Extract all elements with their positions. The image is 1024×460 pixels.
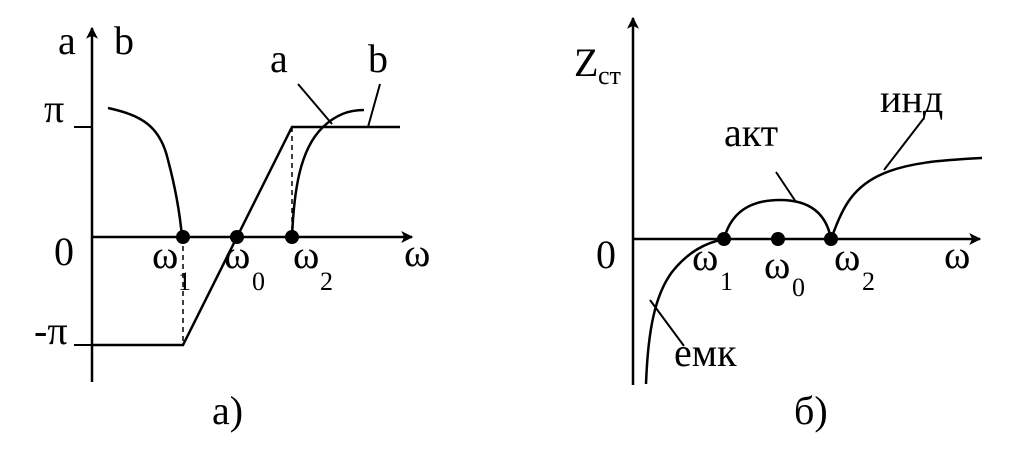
panel-a-curve-a-label: a: [270, 36, 288, 81]
panel-a-leader-b: [367, 83, 381, 128]
panel-a-leader-a: [297, 83, 333, 125]
panel-b-point-w2: [824, 232, 838, 246]
panel-b-curve-active: [722, 198, 833, 240]
panel-a-tick-zero-label: 0: [54, 229, 74, 274]
panel-b-w2-sub: 2: [862, 267, 875, 296]
panel-a-y-label-b: b: [114, 18, 134, 63]
panel-b-points: [717, 232, 838, 246]
panel-a-point-w0: [230, 230, 244, 244]
panel-b-tick-zero-label: 0: [596, 232, 616, 277]
panel-b-w1-symbol: ω: [692, 234, 718, 279]
panel-b-y-axis-sub: ст: [598, 61, 621, 90]
panel-a-tick-minus-pi-label: -π: [34, 308, 68, 353]
panel-a-w2-sub: 2: [320, 267, 333, 296]
panel-a-x-axis-label: ω: [404, 230, 430, 275]
panel-b-leader-capacitive: [649, 299, 685, 347]
panel-b-caption: б): [794, 388, 828, 433]
panel-a-caption: а): [212, 388, 243, 433]
panel-b-w0-symbol: ω: [764, 242, 790, 287]
panel-b-label-capacitive: емк: [674, 330, 737, 375]
panel-a-w1-sub: 1: [178, 267, 191, 296]
panel-b-point-w1: [717, 232, 731, 246]
panel-a-w0-sub: 0: [252, 267, 265, 296]
panel-a-point-w1: [176, 230, 190, 244]
panel-b: [627, 16, 983, 385]
panel-a-w2-symbol: ω: [293, 232, 319, 277]
panel-b-label-active: акт: [724, 110, 778, 155]
panel-a-curve-b-right: [290, 108, 365, 238]
panel-a-points: [176, 230, 299, 244]
panel-b-y-axis-label: Z: [574, 40, 598, 85]
panel-a-w1-symbol: ω: [152, 232, 178, 277]
panel-b-leader-inductive: [883, 117, 925, 171]
panel-b-label-inductive: инд: [880, 76, 943, 121]
panel-b-curve-inductive: [829, 156, 983, 240]
panel-a-w0-symbol: ω: [224, 232, 250, 277]
panel-b-w2-symbol: ω: [834, 234, 860, 279]
panel-a: [74, 26, 414, 382]
panel-a-curve-b-left: [107, 106, 184, 238]
panel-b-point-w0: [771, 232, 785, 246]
panel-b-curve-capacitive: [644, 237, 725, 385]
panel-b-x-axis-label: ω: [944, 232, 970, 277]
panel-a-tick-pi-label: π: [44, 86, 64, 131]
panel-b-w0-sub: 0: [792, 273, 805, 302]
panel-b-w1-sub: 1: [720, 267, 733, 296]
panel-b-leader-active: [775, 171, 797, 203]
panel-a-point-w2: [285, 230, 299, 244]
panel-a-y-label-a: a: [58, 18, 76, 63]
panel-a-curve-b-label: b: [368, 36, 388, 81]
